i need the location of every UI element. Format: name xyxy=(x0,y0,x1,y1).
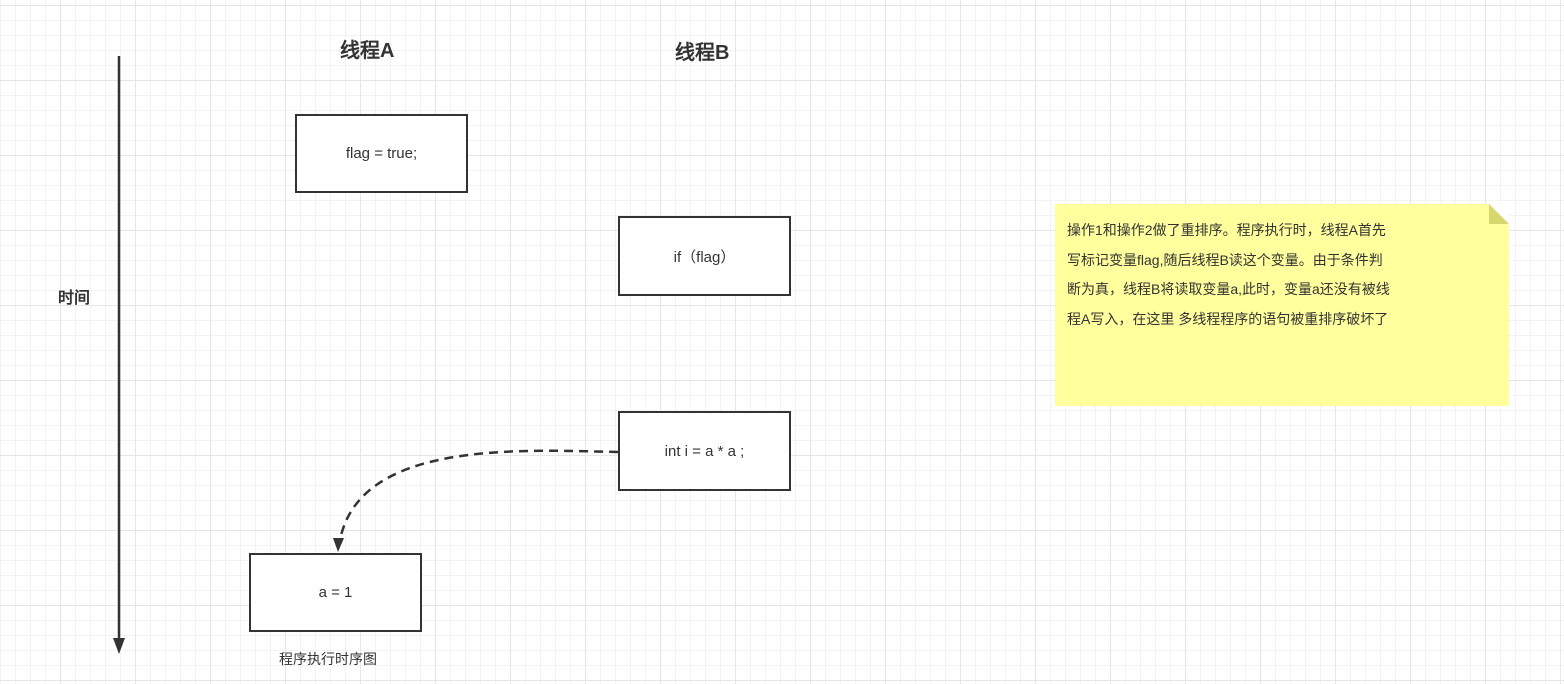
dependency-arrowhead xyxy=(333,538,344,552)
time-axis-arrowhead xyxy=(113,638,125,654)
note-line: 断为真，线程B将读取变量a,此时，变量a还没有被线 xyxy=(1067,281,1390,297)
thread-b-title: 线程B xyxy=(675,42,730,64)
step-thread-a-set-flag[interactable]: flag = true; xyxy=(295,114,468,193)
note-line: 写标记变量flag,随后线程B读这个变量。由于条件判 xyxy=(1067,251,1383,268)
step-thread-a-assign[interactable]: a = 1 xyxy=(249,553,422,632)
note-line: 操作1和操作2做了重排序。程序执行时，线程A首先 xyxy=(1067,222,1386,238)
thread-a-title: 线程A xyxy=(340,40,395,62)
diagram-caption: 程序执行时序图 xyxy=(279,651,377,667)
step-thread-b-compute[interactable]: int i = a * a ; xyxy=(618,411,791,491)
step-thread-b-check-flag[interactable]: if（flag） xyxy=(618,216,791,296)
note-text: 操作1和操作2做了重排序。程序执行时，线程A首先 写标记变量flag,随后线程B… xyxy=(1067,216,1467,334)
note-fold-corner xyxy=(1489,204,1509,224)
dependency-dashed-arrow xyxy=(338,449,619,541)
sticky-note[interactable]: 操作1和操作2做了重排序。程序执行时，线程A首先 写标记变量flag,随后线程B… xyxy=(1055,204,1509,406)
time-axis-label: 时间 xyxy=(58,290,91,307)
note-line: 程A写入，在这里 多线程程序的语句被重排序破坏了 xyxy=(1067,310,1389,327)
